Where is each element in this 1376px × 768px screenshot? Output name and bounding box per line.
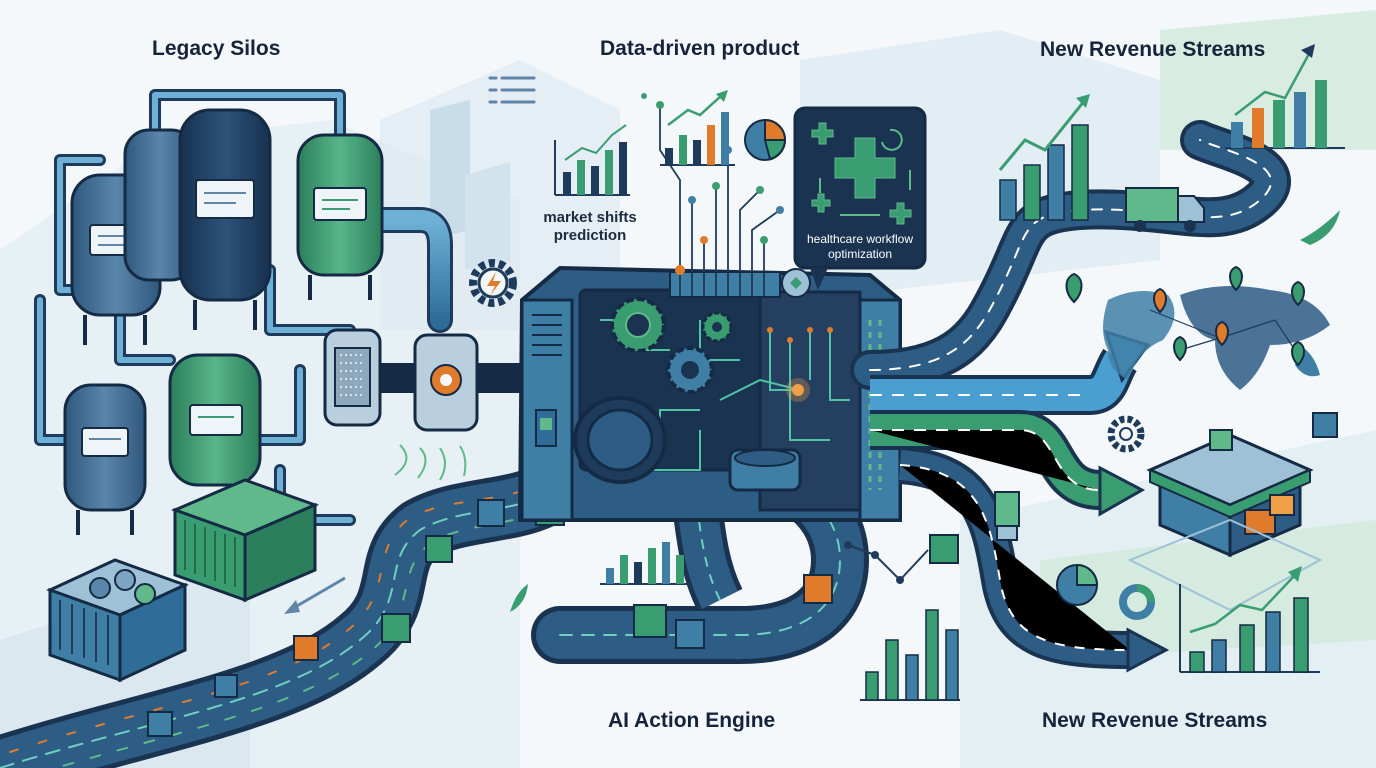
back-arrow-head xyxy=(284,600,300,614)
data-product-chart xyxy=(660,90,735,166)
workflow-arrows xyxy=(819,128,911,216)
blue-crate xyxy=(46,558,189,683)
pie-chart-icon-2 xyxy=(1056,563,1155,620)
leaf-icon-small xyxy=(510,584,528,612)
growth-chart-bottom xyxy=(1179,566,1320,673)
silo-tank-3 xyxy=(178,108,272,330)
truck-icon xyxy=(1125,187,1205,232)
ai-action-engine-title: AI Action Engine xyxy=(608,709,776,732)
back-arrow xyxy=(289,576,346,612)
new-revenue-streams-top-title: New Revenue Streams xyxy=(1040,38,1266,61)
leaf-icon xyxy=(1300,210,1340,245)
ai-engine xyxy=(517,265,902,522)
new-revenue-streams-bottom-title: New Revenue Streams xyxy=(1042,709,1268,732)
growth-chart-top xyxy=(1225,44,1345,149)
road-green-arrow xyxy=(870,410,1146,517)
market-shifts-line2: prediction xyxy=(553,227,627,244)
list-icon xyxy=(488,76,536,104)
pie-chart-icon xyxy=(744,118,787,161)
map-pin-icon xyxy=(1065,265,1305,367)
truck-icon-small xyxy=(994,491,1020,541)
healthcare-line1: healthcare workflow xyxy=(806,232,914,246)
valve-unit xyxy=(413,333,479,432)
silo-tank-6 xyxy=(168,353,262,487)
flow-wisps xyxy=(394,444,467,481)
growth-chart-mid xyxy=(998,94,1090,221)
medical-cross-icon xyxy=(811,122,912,225)
green-crate xyxy=(170,478,320,603)
data-driven-product-title: Data-driven product xyxy=(600,37,800,60)
bar-chart-bottom xyxy=(860,609,960,701)
gear-icon-right xyxy=(1107,415,1145,453)
data-cubes xyxy=(147,412,1338,737)
signal-dots xyxy=(641,93,784,275)
store-icon xyxy=(1127,429,1323,612)
small-bar-chart-engine xyxy=(600,542,690,585)
silo-tank-5 xyxy=(63,383,147,535)
filter-unit xyxy=(323,328,382,427)
market-shifts-line1: market shifts xyxy=(543,209,637,226)
small-graph-nodes xyxy=(844,541,929,584)
silo-tank-4 xyxy=(296,133,384,300)
healthcare-label: healthcare workflow optimization xyxy=(799,232,921,262)
legacy-silos-title: Legacy Silos xyxy=(152,37,281,60)
lightning-icon xyxy=(487,272,501,296)
market-shifts-label: market shifts prediction xyxy=(540,209,640,245)
healthcare-line2: optimization xyxy=(827,247,893,261)
market-chart xyxy=(554,124,630,196)
